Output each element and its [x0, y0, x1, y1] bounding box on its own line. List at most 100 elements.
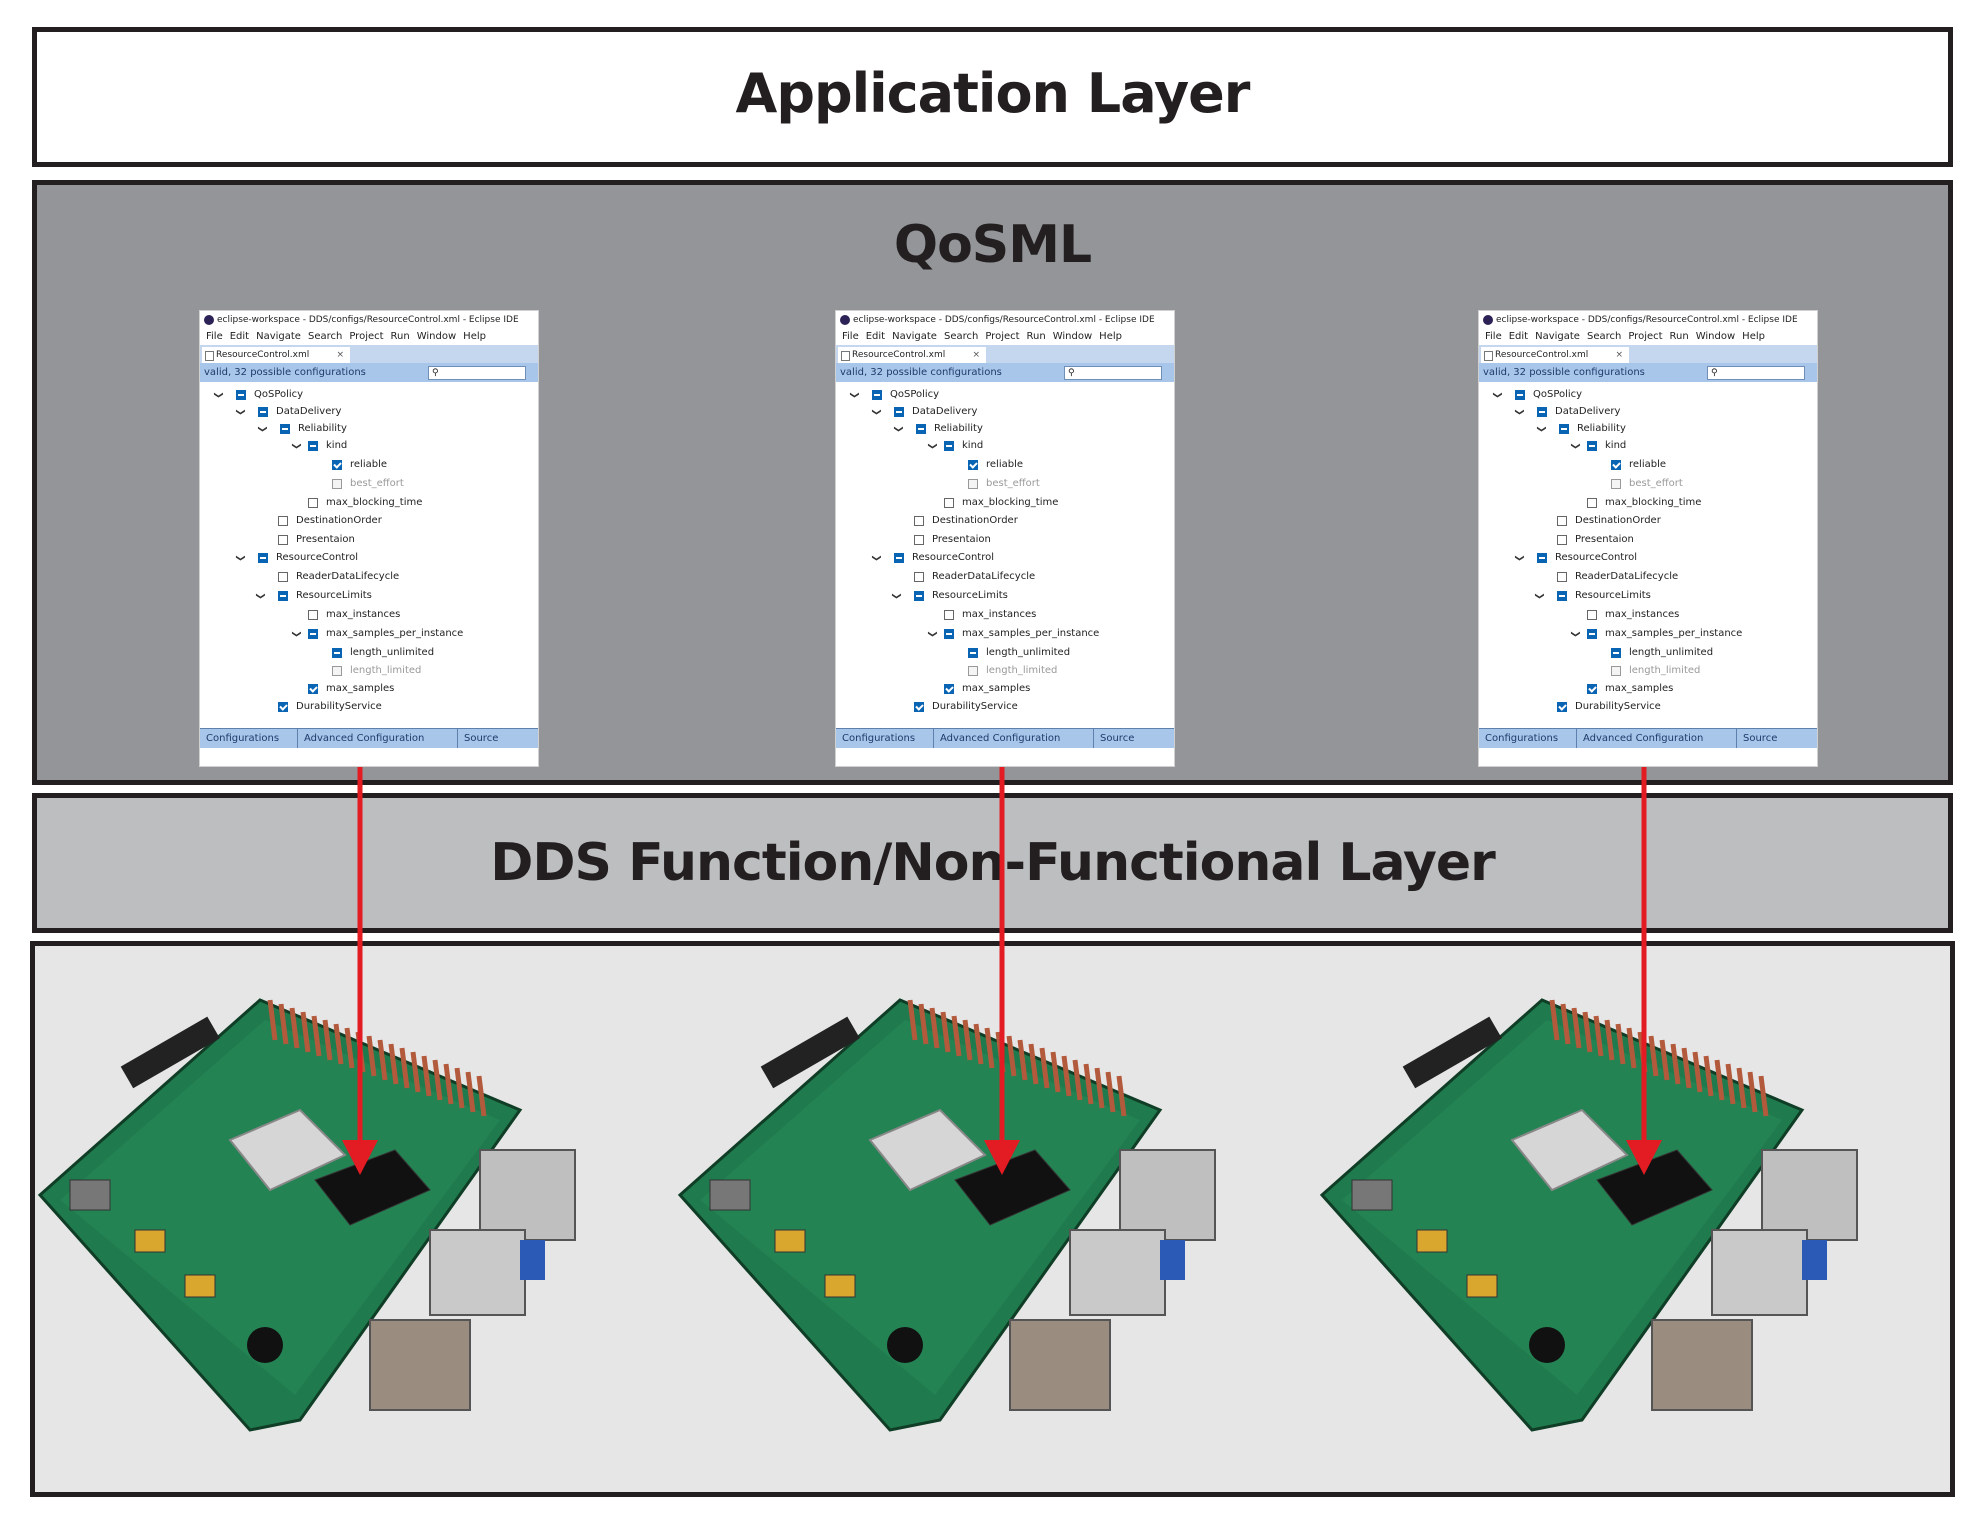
tree-checkbox[interactable] [278, 591, 288, 601]
menu-item-edit[interactable]: Edit [865, 331, 886, 342]
tree-checkbox[interactable] [944, 441, 954, 451]
menu-item-search[interactable]: Search [943, 331, 979, 342]
tree-checkbox[interactable] [1557, 702, 1567, 712]
tree-checkbox[interactable] [308, 684, 318, 694]
tree-checkbox[interactable] [1557, 591, 1567, 601]
menu-item-window[interactable]: Window [1052, 331, 1093, 342]
tree-checkbox[interactable] [1587, 629, 1597, 639]
tree-checkbox[interactable] [944, 629, 954, 639]
tree-checkbox[interactable] [308, 498, 318, 508]
tree-checkbox[interactable] [968, 666, 978, 676]
menu-item-project[interactable]: Project [1628, 331, 1663, 342]
tree-checkbox[interactable] [1587, 610, 1597, 620]
tree-checkbox[interactable] [1537, 407, 1547, 417]
bottom-tab-configurations[interactable]: Configurations [842, 733, 916, 744]
menu-item-edit[interactable]: Edit [1508, 331, 1529, 342]
expand-chevron-icon[interactable]: ❯ [1569, 442, 1580, 450]
tree-checkbox[interactable] [1537, 553, 1547, 563]
tree-checkbox[interactable] [944, 498, 954, 508]
expand-chevron-icon[interactable]: ❯ [212, 391, 223, 399]
expand-chevron-icon[interactable]: ❯ [256, 425, 267, 433]
tree-checkbox[interactable] [258, 407, 268, 417]
editor-tab[interactable]: ResourceControl.xml× [202, 347, 350, 363]
menu-item-help[interactable]: Help [1742, 331, 1765, 342]
tree-checkbox[interactable] [1611, 666, 1621, 676]
expand-chevron-icon[interactable]: ❯ [254, 592, 265, 600]
expand-chevron-icon[interactable]: ❯ [1569, 630, 1580, 638]
tree-checkbox[interactable] [872, 390, 882, 400]
bottom-tab-source[interactable]: Source [1743, 733, 1778, 744]
expand-chevron-icon[interactable]: ❯ [926, 630, 937, 638]
menu-item-project[interactable]: Project [985, 331, 1020, 342]
expand-chevron-icon[interactable]: ❯ [234, 408, 245, 416]
menu-item-edit[interactable]: Edit [229, 331, 250, 342]
tree-checkbox[interactable] [332, 479, 342, 489]
bottom-tab-advanced-configuration[interactable]: Advanced Configuration [1583, 733, 1704, 744]
tree-checkbox[interactable] [308, 441, 318, 451]
menu-item-navigate[interactable]: Navigate [892, 331, 937, 342]
menu-item-project[interactable]: Project [349, 331, 384, 342]
expand-chevron-icon[interactable]: ❯ [870, 408, 881, 416]
expand-chevron-icon[interactable]: ❯ [1513, 554, 1524, 562]
tree-checkbox[interactable] [332, 648, 342, 658]
expand-chevron-icon[interactable]: ❯ [926, 442, 937, 450]
tree-checkbox[interactable] [1515, 390, 1525, 400]
tree-checkbox[interactable] [278, 572, 288, 582]
menu-item-file[interactable]: File [206, 331, 223, 342]
menu-item-window[interactable]: Window [1695, 331, 1736, 342]
menu-item-navigate[interactable]: Navigate [256, 331, 301, 342]
menu-item-file[interactable]: File [842, 331, 859, 342]
expand-chevron-icon[interactable]: ❯ [290, 630, 301, 638]
tree-checkbox[interactable] [1611, 460, 1621, 470]
tree-checkbox[interactable] [280, 424, 290, 434]
tree-checkbox[interactable] [914, 516, 924, 526]
tree-checkbox[interactable] [308, 610, 318, 620]
tree-checkbox[interactable] [914, 591, 924, 601]
tree-checkbox[interactable] [1557, 535, 1567, 545]
menu-item-search[interactable]: Search [307, 331, 343, 342]
bottom-tab-source[interactable]: Source [1100, 733, 1135, 744]
editor-tab[interactable]: ResourceControl.xml× [838, 347, 986, 363]
bottom-tab-configurations[interactable]: Configurations [206, 733, 280, 744]
tree-checkbox[interactable] [968, 460, 978, 470]
menu-item-search[interactable]: Search [1586, 331, 1622, 342]
menu-item-navigate[interactable]: Navigate [1535, 331, 1580, 342]
expand-chevron-icon[interactable]: ❯ [234, 554, 245, 562]
menu-item-run[interactable]: Run [1026, 331, 1046, 342]
editor-tab[interactable]: ResourceControl.xml× [1481, 347, 1629, 363]
tree-checkbox[interactable] [916, 424, 926, 434]
tree-checkbox[interactable] [894, 553, 904, 563]
menu-item-run[interactable]: Run [1669, 331, 1689, 342]
tree-checkbox[interactable] [1611, 479, 1621, 489]
tree-checkbox[interactable] [278, 516, 288, 526]
tree-checkbox[interactable] [1559, 424, 1569, 434]
tree-checkbox[interactable] [258, 553, 268, 563]
tree-checkbox[interactable] [968, 648, 978, 658]
tree-checkbox[interactable] [1587, 441, 1597, 451]
search-input[interactable]: ⚲ [428, 366, 526, 380]
tree-checkbox[interactable] [914, 702, 924, 712]
tree-checkbox[interactable] [278, 535, 288, 545]
expand-chevron-icon[interactable]: ❯ [890, 592, 901, 600]
expand-chevron-icon[interactable]: ❯ [1513, 408, 1524, 416]
menu-item-run[interactable]: Run [390, 331, 410, 342]
tree-checkbox[interactable] [332, 460, 342, 470]
tree-checkbox[interactable] [332, 666, 342, 676]
search-input[interactable]: ⚲ [1064, 366, 1162, 380]
close-tab-icon[interactable]: × [336, 350, 344, 360]
expand-chevron-icon[interactable]: ❯ [1533, 592, 1544, 600]
close-tab-icon[interactable]: × [972, 350, 980, 360]
tree-checkbox[interactable] [236, 390, 246, 400]
tree-checkbox[interactable] [1557, 516, 1567, 526]
tree-checkbox[interactable] [1587, 498, 1597, 508]
tree-checkbox[interactable] [944, 684, 954, 694]
tree-checkbox[interactable] [914, 572, 924, 582]
tree-checkbox[interactable] [894, 407, 904, 417]
bottom-tab-advanced-configuration[interactable]: Advanced Configuration [304, 733, 425, 744]
tree-checkbox[interactable] [1611, 648, 1621, 658]
search-input[interactable]: ⚲ [1707, 366, 1805, 380]
expand-chevron-icon[interactable]: ❯ [870, 554, 881, 562]
tree-checkbox[interactable] [308, 629, 318, 639]
bottom-tab-configurations[interactable]: Configurations [1485, 733, 1559, 744]
expand-chevron-icon[interactable]: ❯ [1491, 391, 1502, 399]
